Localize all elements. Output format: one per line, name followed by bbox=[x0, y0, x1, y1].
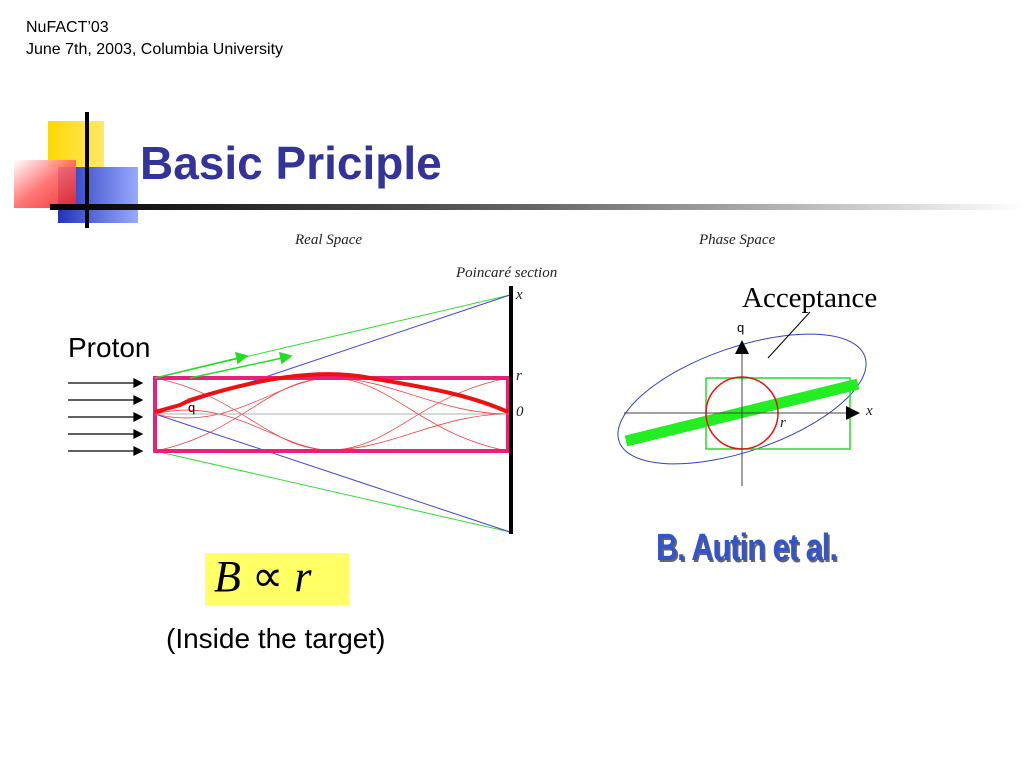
phase-axis-r-label: r bbox=[780, 415, 786, 431]
credit-label: B. Autin et al. bbox=[656, 527, 838, 569]
acceptance-label: Acceptance bbox=[742, 282, 878, 314]
formula-rhs: r bbox=[294, 552, 312, 601]
phase-axis-x-arrow bbox=[846, 406, 860, 420]
real-q-label: q bbox=[188, 400, 196, 415]
poincare-section-label: Poincaré section bbox=[456, 265, 558, 281]
title-underline bbox=[50, 204, 1024, 210]
momentum-arrows bbox=[154, 351, 293, 379]
acceptance-pointer bbox=[767, 311, 811, 359]
real-axis-0-label: 0 bbox=[516, 404, 524, 420]
acceptance-ellipse bbox=[617, 333, 867, 465]
phase-space-heading: Phase Space bbox=[699, 232, 776, 248]
proportionality-formula: B ∝ r bbox=[214, 551, 311, 602]
conference-date-location: June 7th, 2003, Columbia University bbox=[26, 41, 284, 58]
real-axis-r-label: r bbox=[516, 368, 522, 384]
slide-header: NuFACT’03 June 7th, 2003, Columbia Unive… bbox=[26, 17, 283, 61]
inside-target-note: (Inside the target) bbox=[166, 623, 386, 654]
target-box bbox=[153, 376, 510, 453]
logo-vertical-bar bbox=[85, 112, 89, 228]
logo-yellow-square bbox=[48, 121, 104, 167]
phase-axis-q-label: q bbox=[737, 320, 745, 335]
formula-lhs: B bbox=[214, 552, 241, 601]
formula-highlight bbox=[205, 553, 349, 605]
real-space-heading: Real Space bbox=[295, 232, 363, 248]
formula-relation: ∝ bbox=[251, 552, 284, 601]
phase-axis-x-label: x bbox=[866, 403, 873, 419]
logo-red-square bbox=[14, 160, 76, 208]
phase-axis-q-arrow bbox=[735, 340, 749, 354]
proton-beam-arrows bbox=[68, 378, 144, 456]
proton-label: Proton bbox=[68, 332, 151, 363]
conference-name: NuFACT’03 bbox=[26, 19, 109, 36]
slide-title: Basic Priciple bbox=[140, 137, 442, 189]
main-trajectory bbox=[154, 372, 509, 414]
real-axis-x-label: x bbox=[516, 287, 523, 303]
